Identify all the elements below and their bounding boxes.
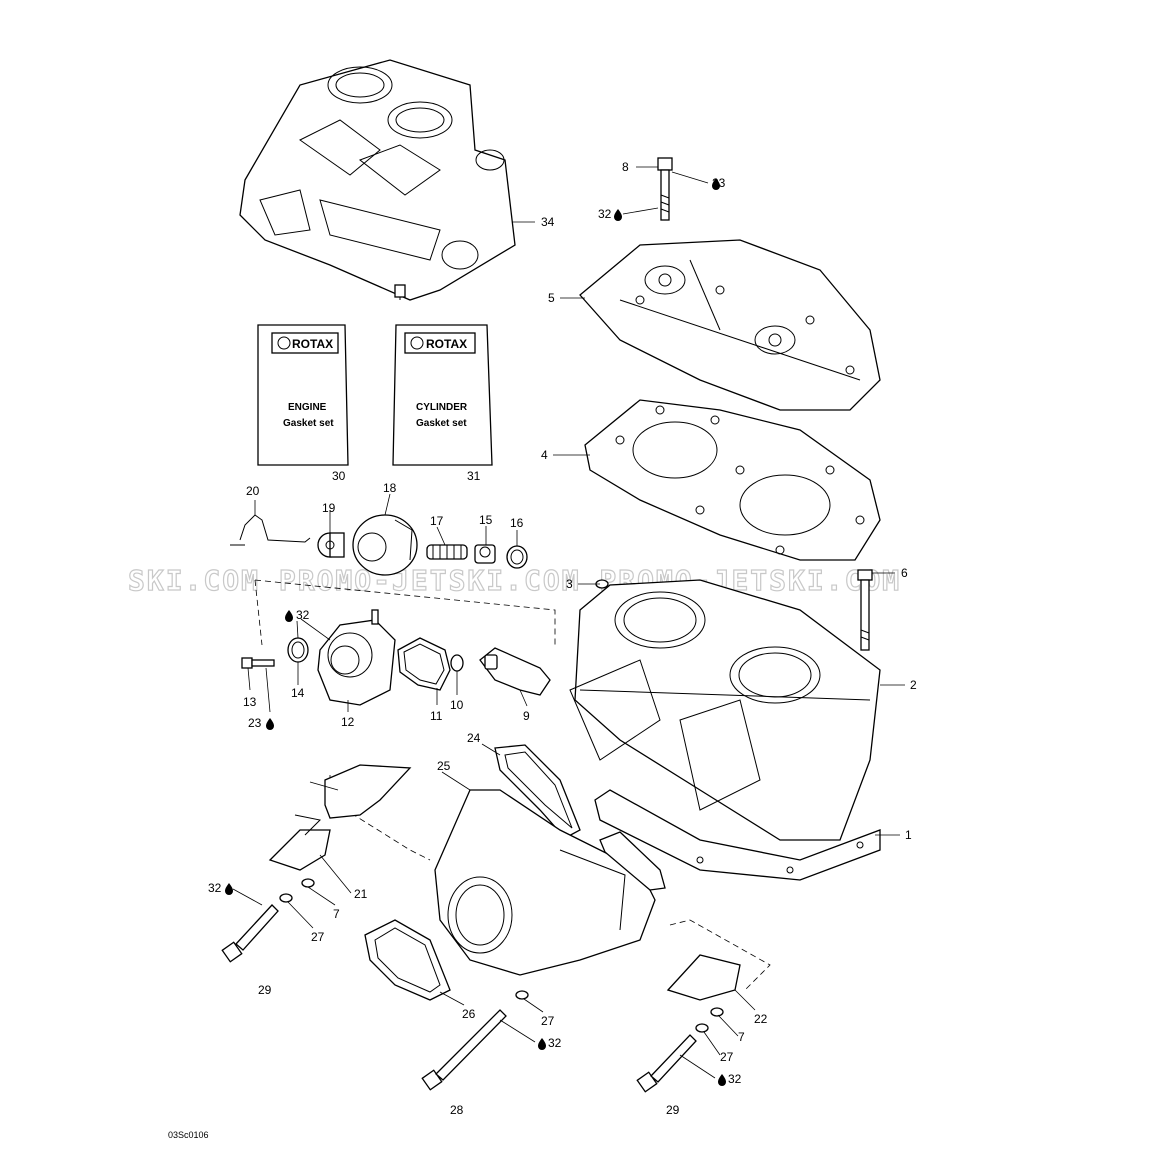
leader-lines [232,166,905,1079]
callout-labels: 34 5 4 3 6 2 1 8 23 23 32 30 31 20 19 18… [208,160,917,1117]
callout-16: 16 [510,516,524,530]
cylinder-kit-line2: Gasket set [416,418,467,429]
callout-26: 26 [462,1007,476,1021]
callout-24: 24 [467,731,481,745]
head-bolt [657,157,673,221]
callout-17: 17 [430,514,444,528]
cylinder-block [569,579,881,841]
watermark: SKI.COM PROMO-JETSKI.COM PROMO-JETSKI.CO… [127,563,901,597]
valve-housing [352,514,418,576]
callout-11: 11 [430,709,443,723]
cylinder-kit-line1: CYLINDER [416,402,468,413]
o-ring-16 [506,545,528,569]
callout-30: 30 [332,469,346,483]
engine-assembly [239,59,516,301]
callout-7-right: 7 [738,1030,745,1044]
spring-seat [317,532,345,558]
bracket-21 [268,814,331,871]
drop-icon [712,178,720,190]
bracket-22 [666,954,741,1001]
callout-18: 18 [383,481,397,495]
callout-34: 34 [541,215,555,229]
screw-13 [241,657,275,669]
callout-31: 31 [467,469,481,483]
drop-icon [225,883,233,895]
callout-5: 5 [548,291,555,305]
callout-20: 20 [246,484,260,498]
engine-kit-line2: Gasket set [283,418,334,429]
gasket-26 [364,919,451,1001]
callout-23-lower: 23 [248,716,262,730]
housing-cover [317,609,396,706]
callout-27-mid: 27 [541,1014,555,1028]
callout-13: 13 [243,695,257,709]
callout-21: 21 [354,887,368,901]
callout-29-left: 29 [258,983,272,997]
callout-7-left: 7 [333,907,340,921]
valve-plug [474,544,496,564]
watermark-text: SKI.COM PROMO-JETSKI.COM PROMO-JETSKI.CO… [128,564,901,597]
retaining-clip [230,514,311,546]
bolt-29-right [636,1034,697,1093]
engine-kit-brand: ROTAX [292,337,333,351]
drop-icon [614,209,622,221]
engine-gasket-set-kit: ROTAX ENGINE Gasket set [257,324,349,466]
callout-19: 19 [322,501,336,515]
callout-2: 2 [910,678,917,692]
lubricant-drop-icons [225,178,726,1086]
callout-22: 22 [754,1012,768,1026]
bolt-28 [421,1009,507,1091]
engine-kit-line1: ENGINE [288,402,327,413]
outlet-fitting [479,647,551,696]
callout-32-top: 32 [598,207,612,221]
callout-15: 15 [479,513,493,527]
callout-1: 1 [905,828,912,842]
callout-12: 12 [341,715,355,729]
head-gasket [584,399,881,561]
spring [426,544,468,560]
drop-icon [538,1038,546,1050]
callout-27-right: 27 [720,1050,734,1064]
callout-4: 4 [541,448,548,462]
callout-14: 14 [291,686,305,700]
drop-icon [285,610,293,622]
gasket-exhaust-pair [599,831,666,891]
drop-icon [718,1074,726,1086]
bolt-29-left [221,904,279,963]
cylinder-kit-brand: ROTAX [426,337,467,351]
callout-29-right: 29 [666,1103,680,1117]
cylinder-stud [857,569,873,651]
cylinder-head [579,239,881,411]
washer-7-left [301,878,315,888]
callout-25: 25 [437,759,451,773]
washer-27-left [279,893,293,903]
callout-9: 9 [523,709,530,723]
washer-7-right [710,1007,724,1017]
figure-code: 03Sc0106 [168,1130,209,1140]
o-ring-10 [450,654,464,672]
callout-10: 10 [450,698,464,712]
callout-8: 8 [622,160,629,174]
drop-icon [266,718,274,730]
washer-27-mid [515,990,529,1000]
callout-27-left: 27 [311,930,325,944]
callout-32-upper-left: 32 [296,608,310,622]
exhaust-manifold [434,789,656,976]
cylinder-gasket-set-kit: ROTAX CYLINDER Gasket set [392,324,493,466]
gasket-24 [494,744,581,839]
gasket-11 [397,637,451,691]
callout-28: 28 [450,1103,464,1117]
callout-3: 3 [566,577,573,591]
callout-6: 6 [901,566,908,580]
seal-14 [287,637,309,663]
callout-32-left: 32 [208,881,222,895]
washer-27-right [695,1023,709,1033]
callout-32-mid: 32 [548,1036,562,1050]
callout-32-right: 32 [728,1072,742,1086]
base-gasket [594,789,881,881]
gasket-33 [324,764,412,819]
